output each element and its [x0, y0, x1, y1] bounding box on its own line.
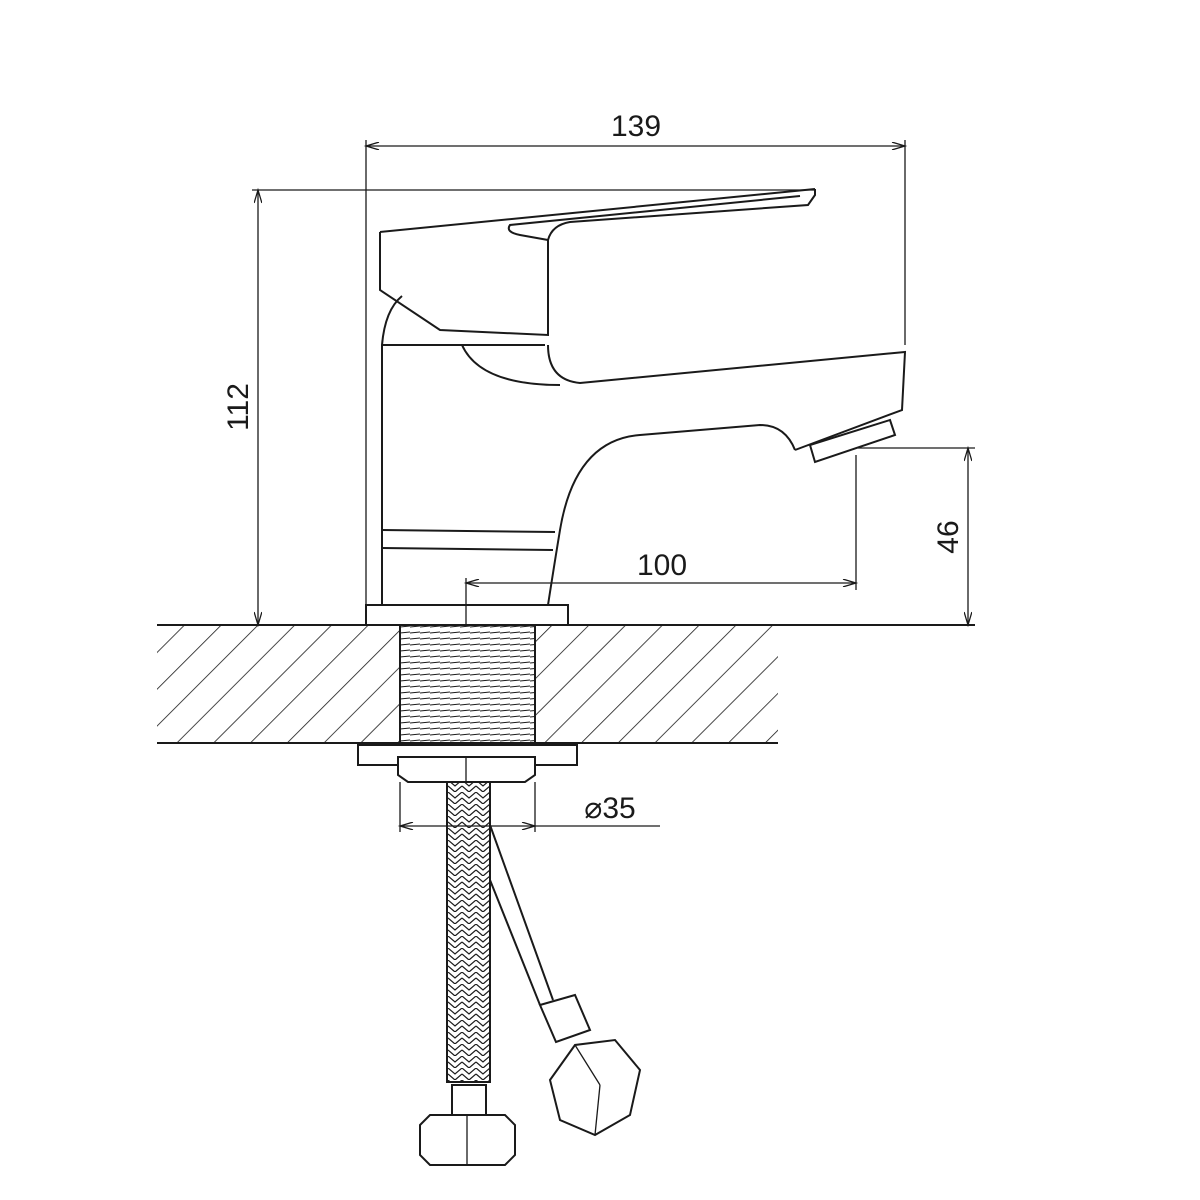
faucet-body: [365, 295, 907, 626]
dimension-width-label: 139: [611, 110, 661, 143]
dimension-height-label: 112: [222, 383, 255, 431]
threaded-shank: [399, 624, 536, 746]
supply-hoses: [419, 781, 642, 1166]
lever-handle: [379, 188, 816, 337]
dimension-reach-label: 100: [637, 549, 687, 582]
dimension-spout-height-label: 46: [932, 520, 965, 553]
countertop-section: [157, 624, 975, 744]
mounting-nut: [357, 744, 578, 783]
dimension-lines: [252, 140, 975, 832]
dimension-diameter-label: ⌀35: [584, 792, 635, 825]
